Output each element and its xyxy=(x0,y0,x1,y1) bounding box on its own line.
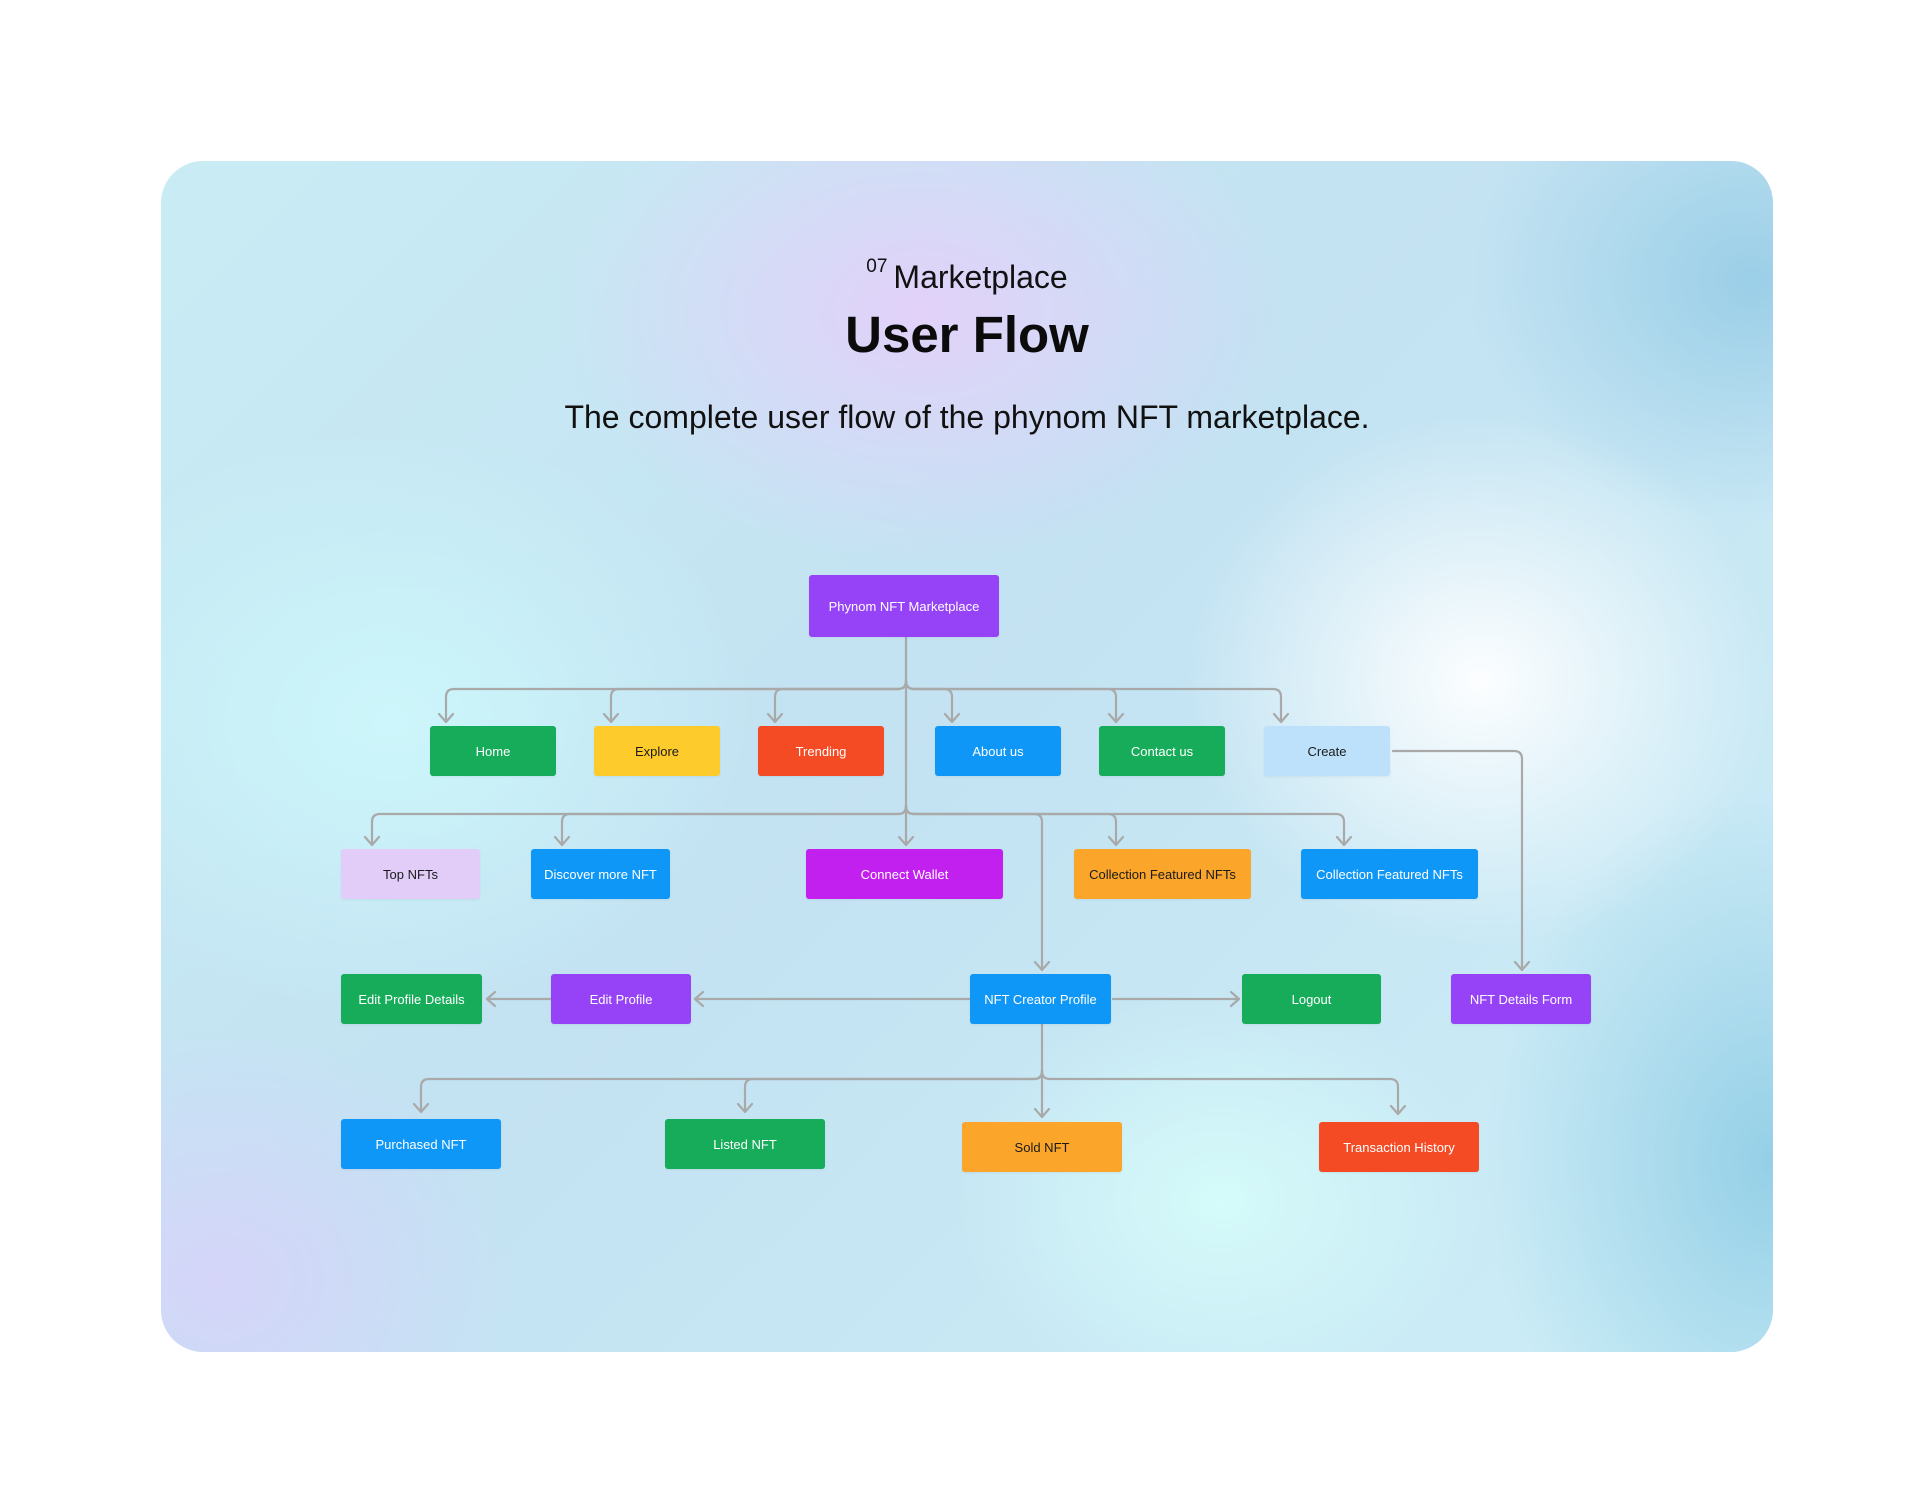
connector-create-form xyxy=(1391,749,1524,971)
connector-listed xyxy=(743,1069,1044,1113)
node-collection-featured-nfts-1[interactable]: Collection Featured NFTs xyxy=(1074,849,1251,899)
node-home[interactable]: Home xyxy=(430,726,556,776)
node-top-nfts[interactable]: Top NFTs xyxy=(341,849,480,899)
connector-explore xyxy=(609,679,908,723)
section-number: 07 xyxy=(866,256,888,278)
node-nft-creator-profile[interactable]: NFT Creator Profile xyxy=(970,974,1111,1024)
arrow-heads xyxy=(363,712,1531,1119)
connector-discover xyxy=(560,804,908,846)
node-about-us[interactable]: About us xyxy=(935,726,1061,776)
connector-collection-1 xyxy=(904,804,1118,846)
connector-creator-profile xyxy=(904,804,1044,971)
node-explore[interactable]: Explore xyxy=(594,726,720,776)
node-create[interactable]: Create xyxy=(1264,726,1390,776)
node-edit-profile-details[interactable]: Edit Profile Details xyxy=(341,974,482,1024)
node-discover-more-nft[interactable]: Discover more NFT xyxy=(531,849,670,899)
flow-connectors xyxy=(363,634,1531,1119)
node-contact-us[interactable]: Contact us xyxy=(1099,726,1225,776)
connector-home xyxy=(444,679,908,723)
connector-collection-2 xyxy=(904,804,1346,846)
node-sold-nft[interactable]: Sold NFT xyxy=(962,1122,1122,1172)
connector-create xyxy=(904,679,1283,723)
connector-contact xyxy=(904,679,1118,723)
node-connect-wallet[interactable]: Connect Wallet xyxy=(806,849,1003,899)
section-name: Marketplace xyxy=(893,259,1068,295)
node-phynom-nft-marketplace[interactable]: Phynom NFT Marketplace xyxy=(809,575,999,637)
connector-top-nfts xyxy=(370,804,908,846)
node-logout[interactable]: Logout xyxy=(1242,974,1381,1024)
page-title: User Flow xyxy=(845,306,1089,363)
node-listed-nft[interactable]: Listed NFT xyxy=(665,1119,825,1169)
node-nft-details-form[interactable]: NFT Details Form xyxy=(1451,974,1591,1024)
connector-purchased xyxy=(419,1069,1044,1113)
node-edit-profile[interactable]: Edit Profile xyxy=(551,974,691,1024)
connector-trending xyxy=(773,679,908,723)
node-collection-featured-nfts-2[interactable]: Collection Featured NFTs xyxy=(1301,849,1478,899)
node-purchased-nft[interactable]: Purchased NFT xyxy=(341,1119,501,1169)
node-transaction-history[interactable]: Transaction History xyxy=(1319,1122,1479,1172)
page-description: The complete user flow of the phynom NFT… xyxy=(564,399,1370,435)
node-trending[interactable]: Trending xyxy=(758,726,884,776)
connector-transactions xyxy=(1040,1069,1400,1115)
